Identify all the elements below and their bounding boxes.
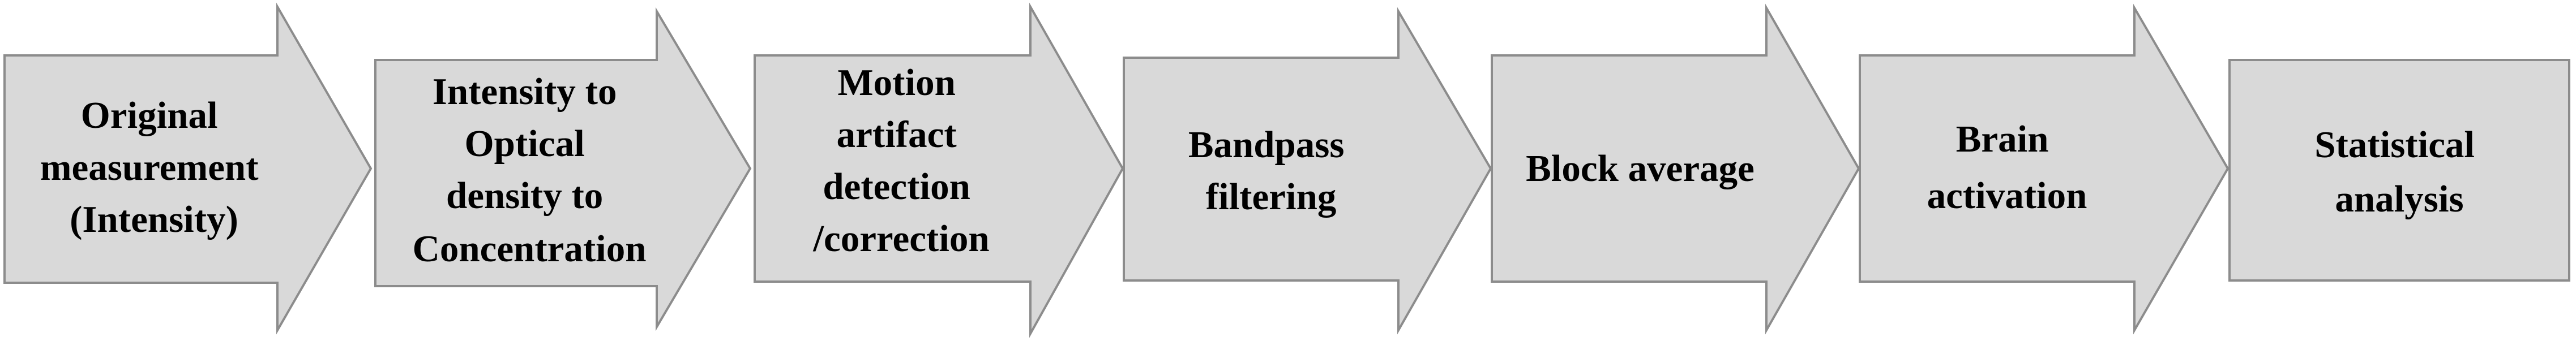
- step-label-line: Block average: [1526, 148, 1755, 189]
- step-label-line: Brain: [1956, 118, 2049, 160]
- step-label-line: /correction: [812, 218, 989, 260]
- step-bandpass-filtering: Bandpass filtering: [1123, 7, 1492, 335]
- step-arrow-shape: [3, 2, 373, 335]
- step-label: Statistical analysis: [2314, 124, 2484, 220]
- step-arrow-shape: [1123, 7, 1492, 335]
- step-label-line: Bandpass: [1188, 124, 1345, 166]
- step-arrow-shape: [374, 7, 752, 331]
- step-label: Motion artifact detection /correction: [812, 62, 989, 260]
- step-label-line: filtering: [1206, 176, 1337, 218]
- step-original-measurement: Original measurement (Intensity): [3, 2, 373, 335]
- step-label: Original measurement (Intensity): [40, 94, 268, 240]
- step-label-line: Optical: [465, 123, 585, 165]
- step-brain-activation: Brain activation: [1859, 3, 2230, 335]
- step-label-line: Intensity to: [433, 71, 617, 113]
- step-arrow-shape: [1859, 3, 2230, 335]
- step-label-line: (Intensity): [70, 198, 238, 240]
- step-block-average: Block average: [1491, 3, 1860, 335]
- step-label-line: Original: [81, 94, 218, 136]
- step-label-line: Concentration: [412, 228, 646, 270]
- step-label: Brain activation: [1927, 118, 2087, 217]
- step-statistical-analysis: Statistical analysis: [2228, 59, 2570, 282]
- step-label-line: Motion: [837, 62, 955, 103]
- step-label-line: measurement: [40, 146, 259, 188]
- step-label-line: Statistical: [2314, 124, 2475, 166]
- step-label-line: detection: [823, 166, 970, 208]
- step-label-line: analysis: [2335, 178, 2463, 220]
- step-label-line: artifact: [837, 114, 957, 156]
- step-label: Block average: [1526, 148, 1755, 189]
- step-intensity-to-concentration: Intensity to Optical density to Concentr…: [374, 7, 752, 331]
- step-box-shape: [2228, 59, 2570, 282]
- step-label-line: activation: [1927, 175, 2087, 217]
- step-arrow-shape: [1491, 3, 1860, 335]
- step-label-line: density to: [446, 175, 603, 217]
- step-motion-artifact: Motion artifact detection /correction: [754, 2, 1124, 338]
- step-label: Bandpass filtering: [1188, 124, 1354, 218]
- step-arrow-shape: [754, 2, 1124, 338]
- step-label: Intensity to Optical density to Concentr…: [412, 71, 646, 270]
